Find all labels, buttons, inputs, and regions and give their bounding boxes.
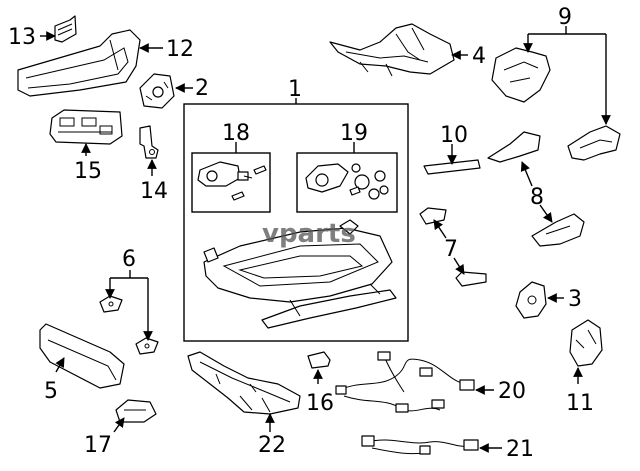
callout-11: 11 — [566, 391, 594, 416]
part-5-drawing — [39, 323, 125, 389]
part-8-drawing — [487, 131, 585, 247]
part-21-drawing — [361, 435, 479, 455]
part-14-drawing — [139, 125, 159, 159]
callout-7: 7 — [444, 237, 458, 262]
callout-13: 13 — [8, 25, 36, 50]
motor-18-drawing — [197, 161, 267, 201]
seat-track-frame-drawing — [203, 219, 397, 329]
motor-19-drawing — [305, 163, 389, 200]
part-9-drawing — [491, 47, 621, 161]
motor-kit-box-18 — [191, 152, 271, 213]
part-11-drawing — [569, 319, 603, 367]
part-3-drawing — [515, 281, 547, 319]
part-17-drawing — [115, 399, 157, 423]
leader-8a — [520, 161, 533, 187]
callout-1: 1 — [288, 77, 302, 102]
part-22-drawing — [187, 351, 301, 415]
part-6-drawing — [99, 295, 159, 355]
leader-17 — [113, 417, 125, 433]
callout-16: 16 — [306, 391, 334, 416]
motor-kit-box-19 — [296, 152, 398, 213]
callout-3: 3 — [568, 287, 582, 312]
callout-2: 2 — [195, 76, 209, 101]
part-15-drawing — [49, 109, 123, 145]
leader-5 — [55, 357, 65, 373]
part-12-drawing — [17, 29, 141, 97]
callout-8: 8 — [530, 185, 544, 210]
callout-6: 6 — [122, 247, 136, 272]
callout-20: 20 — [498, 379, 526, 404]
callout-18: 18 — [222, 121, 250, 146]
callout-15: 15 — [74, 159, 102, 184]
leader-7a — [433, 219, 447, 239]
leader-8b — [539, 204, 553, 223]
callout-21: 21 — [506, 437, 534, 462]
callout-12: 12 — [166, 37, 194, 62]
callout-9: 9 — [558, 5, 572, 30]
part-7-drawing — [419, 207, 487, 287]
callout-17: 17 — [84, 433, 112, 458]
part-4-drawing — [329, 23, 455, 77]
callout-22: 22 — [258, 433, 286, 458]
callout-4: 4 — [472, 44, 486, 69]
callout-14: 14 — [140, 179, 168, 204]
callout-10: 10 — [440, 123, 468, 148]
callout-19: 19 — [340, 121, 368, 146]
part-10-drawing — [423, 159, 481, 175]
part-20-drawing — [335, 351, 475, 413]
leader-7b — [453, 257, 465, 275]
callout-5: 5 — [44, 379, 58, 404]
part-13-drawing — [54, 15, 77, 43]
part-2-drawing — [139, 73, 175, 109]
watermark-text: vparts — [262, 219, 356, 249]
part-16-drawing — [307, 351, 331, 369]
